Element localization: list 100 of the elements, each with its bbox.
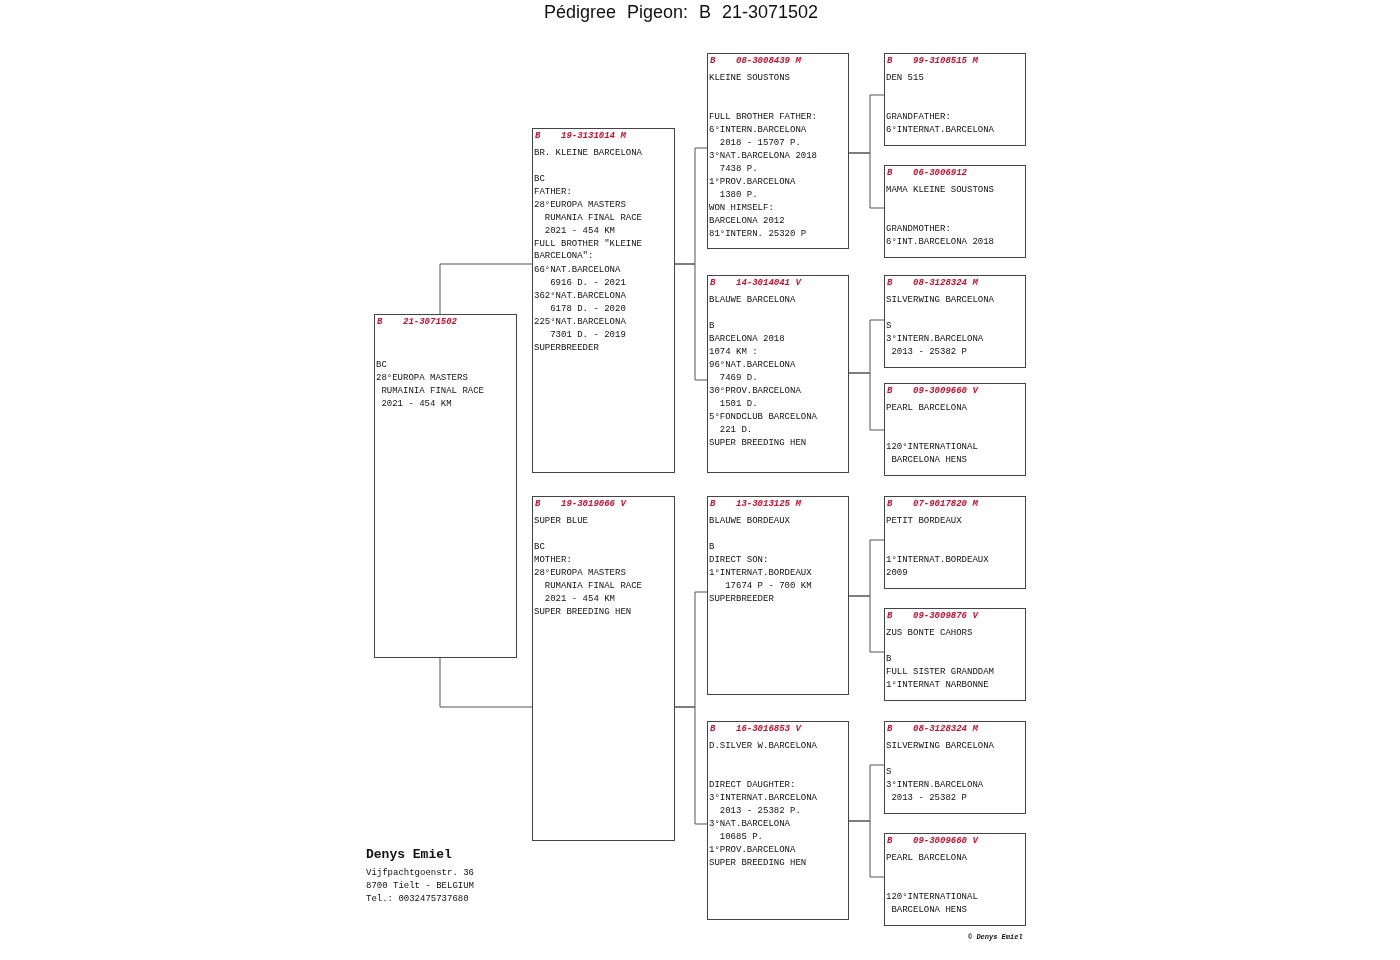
pedigree-record-line: 2018 - 15707 P. xyxy=(719,137,801,149)
pedigree-record-line: 3°INTERNAT.BARCELONA xyxy=(709,792,818,804)
pedigree-record-line: RUMAINIA FINAL RACE xyxy=(381,385,484,397)
country-code: B xyxy=(710,55,716,67)
pedigree-connector xyxy=(439,263,533,315)
pedigree-record-line: BR. KLEINE BARCELONA xyxy=(534,147,643,159)
ring-number: 99-3108515 M xyxy=(913,55,978,67)
pedigree-record-line: KLEINE SOUSTONS xyxy=(709,72,790,84)
pedigree-record-line: BARCELONA HENS xyxy=(891,454,967,466)
pedigree-record-line: FATHER: xyxy=(534,186,572,198)
pedigree-card xyxy=(707,53,849,249)
ring-number: 07-9017820 M xyxy=(913,498,978,510)
address-line: Vijfpachtgoenstr. 36 xyxy=(366,868,475,878)
ring-number: 09-3009660 V xyxy=(913,385,978,397)
pedigree-record-line: 1380 P. xyxy=(719,189,758,201)
pedigree-record-line: 5°FONDCLUB BARCELONA xyxy=(709,411,818,423)
pedigree-record-line: B xyxy=(709,541,715,553)
pedigree-record-line: 221 D. xyxy=(719,424,753,436)
country-code: B xyxy=(710,498,716,510)
pedigree-record-line: 10685 P. xyxy=(719,831,763,843)
phone-number: Tel.: 0032475737680 xyxy=(366,894,469,904)
pedigree-record-line: 96°NAT.BARCELONA xyxy=(709,359,796,371)
country-code: B xyxy=(535,498,541,510)
pedigree-record-line: SUPERBREEDER xyxy=(534,342,599,354)
pedigree-record-line: BARCELONA 2018 xyxy=(709,333,785,345)
pedigree-record-line: 2021 - 454 KM xyxy=(544,593,615,605)
pedigree-record-line: 225°NAT.BARCELONA xyxy=(534,316,626,328)
pedigree-record-line: 6°INTERNAT.BARCELONA xyxy=(886,124,995,136)
pedigree-record-line: SUPER BREEDING HEN xyxy=(709,857,807,869)
pedigree-record-line: 30°PROV.BARCELONA xyxy=(709,385,801,397)
country-code: B xyxy=(887,277,893,289)
pedigree-record-line: FULL BROTHER "KLEINE BARCELONA": xyxy=(534,238,644,262)
pedigree-record-line: SUPER BREEDING HEN xyxy=(534,606,632,618)
ring-number: 16-3016853 V xyxy=(736,723,801,735)
pedigree-record-line: PETIT BORDEAUX xyxy=(886,515,962,527)
pedigree-record-line: FULL BROTHER FATHER: xyxy=(709,111,818,123)
pedigree-card xyxy=(707,496,849,695)
pedigree-record-line: DIRECT SON: xyxy=(709,554,769,566)
pedigree-connector xyxy=(848,152,885,209)
pedigree-record-line: BC xyxy=(534,541,545,553)
pedigree-record-line: 6178 D. - 2020 xyxy=(550,303,626,315)
pedigree-record-line: BARCELONA HENS xyxy=(891,904,967,916)
ring-number: 06-3006912 xyxy=(913,167,967,179)
country-code: B xyxy=(710,277,716,289)
pedigree-connector xyxy=(848,372,885,431)
pedigree-card xyxy=(532,128,675,473)
pedigree-record-line: PEARL BARCELONA xyxy=(886,852,967,864)
pedigree-record-line: MOTHER: xyxy=(534,554,572,566)
pedigree-card xyxy=(707,275,849,473)
country-code: B xyxy=(710,723,716,735)
pedigree-record-line: 120°INTERNATIONAL xyxy=(886,891,978,903)
pedigree-record-line: 3°NAT.BARCELONA 2018 xyxy=(709,150,818,162)
pedigree-record-line: 1°PROV.BARCELONA xyxy=(709,844,796,856)
pedigree-record-line: SUPER BREEDING HEN xyxy=(709,437,807,449)
pedigree-record-line: S xyxy=(886,766,892,778)
pedigree-record-line: SUPERBREEDER xyxy=(709,593,774,605)
pedigree-record-line: 6°INTERN.BARCELONA xyxy=(709,124,807,136)
ring-number: 19-3019066 V xyxy=(561,498,626,510)
pedigree-card xyxy=(884,608,1026,701)
country-code: B xyxy=(887,610,893,622)
country-code: B xyxy=(887,167,893,179)
pedigree-record-line: BARCELONA 2012 xyxy=(709,215,785,227)
pedigree-record-line: 28°EUROPA MASTERS xyxy=(534,199,626,211)
pedigree-record-line: 120°INTERNATIONAL xyxy=(886,441,978,453)
pedigree-record-line: 2021 - 454 KM xyxy=(544,225,615,237)
pedigree-connector xyxy=(848,595,885,653)
pedigree-card xyxy=(884,53,1026,146)
pedigree-record-line: 7301 D. - 2019 xyxy=(550,329,626,341)
country-code: B xyxy=(887,498,893,510)
ring-number: 08-3128324 M xyxy=(913,723,978,735)
pedigree-record-line: 6°INT.BARCELONA 2018 xyxy=(886,236,995,248)
pedigree-record-line: FULL SISTER GRANDDAM xyxy=(886,666,995,678)
pedigree-record-line: 66°NAT.BARCELONA xyxy=(534,264,621,276)
pedigree-connector xyxy=(439,657,533,708)
ring-number: 19-3131014 M xyxy=(561,130,626,142)
pedigree-card xyxy=(707,721,849,920)
pedigree-record-line: 362°NAT.BARCELONA xyxy=(534,290,626,302)
pedigree-record-line: 1°INTERNAT.BORDEAUX xyxy=(886,554,989,566)
breeder-name: Denys Emiel xyxy=(366,847,452,862)
ring-number: 08-3008439 M xyxy=(736,55,801,67)
pedigree-record-line: DEN 515 xyxy=(886,72,924,84)
pedigree-record-line: S xyxy=(886,320,892,332)
address-line: 8700 Tielt - BELGIUM xyxy=(366,881,475,891)
pedigree-record-line: 28°EUROPA MASTERS xyxy=(534,567,626,579)
pedigree-record-line: 2009 xyxy=(886,567,908,579)
country-code: B xyxy=(535,130,541,142)
pedigree-record-line: 1074 KM : xyxy=(709,346,758,358)
pedigree-record-line: BC xyxy=(534,173,545,185)
page-title: Pédigree Pigeon: B 21-3071502 xyxy=(542,2,820,23)
pedigree-record-line: GRANDMOTHER: xyxy=(886,223,951,235)
pedigree-record-line: 3°INTERN.BARCELONA xyxy=(886,333,984,345)
pedigree-record-line: B xyxy=(886,653,892,665)
country-code: B xyxy=(887,723,893,735)
pedigree-record-line: 2013 - 25382 P xyxy=(891,792,967,804)
ring-number: 14-3014041 V xyxy=(736,277,801,289)
country-code: B xyxy=(887,55,893,67)
pedigree-record-line: 3°NAT.BARCELONA xyxy=(709,818,790,830)
pedigree-card xyxy=(884,496,1026,589)
country-code: B xyxy=(887,385,893,397)
pedigree-record-line: BC xyxy=(376,359,387,371)
